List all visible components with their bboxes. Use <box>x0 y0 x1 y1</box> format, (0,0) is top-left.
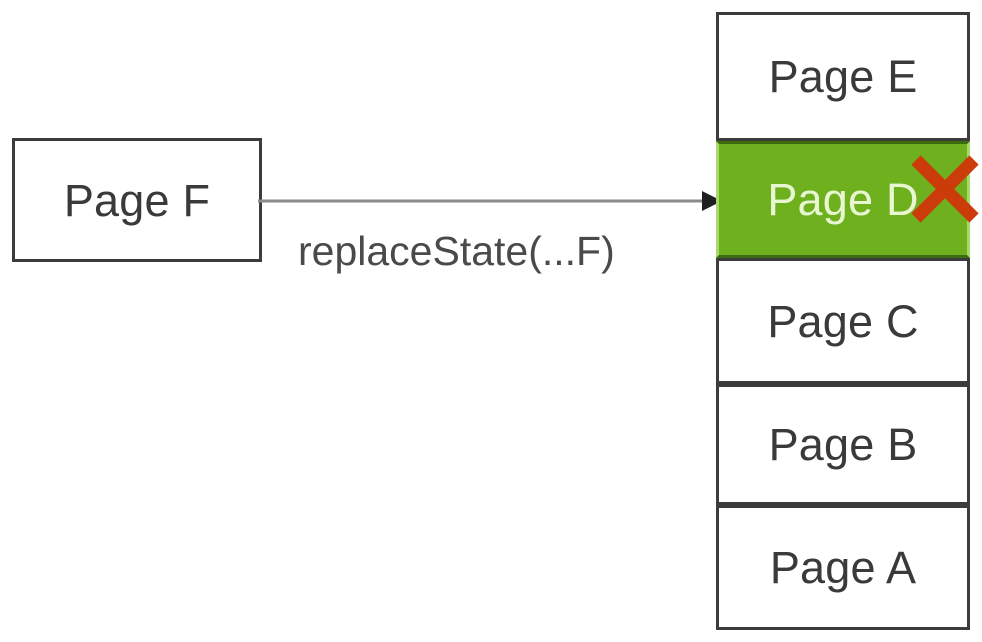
stack-item-label: Page E <box>768 51 918 102</box>
stack-item-label: Page C <box>767 295 919 347</box>
history-stack: Page E Page D Page C Page B Page A <box>716 12 970 630</box>
stack-item-label: Page B <box>768 419 918 470</box>
stack-item-page-a: Page A <box>716 505 970 630</box>
stack-item-label: Page A <box>769 542 917 593</box>
page-f-label: Page F <box>63 174 211 226</box>
page-f-box: Page F <box>12 138 262 262</box>
stack-item-page-d: Page D <box>716 141 970 258</box>
stack-item-label: Page D <box>767 174 919 225</box>
stack-item-page-c: Page C <box>716 258 970 384</box>
replace-state-arrow-icon <box>258 191 722 211</box>
stack-item-page-b: Page B <box>716 384 970 505</box>
stack-item-page-e: Page E <box>716 12 970 141</box>
replace-state-label: replaceState(...F) <box>298 228 615 274</box>
